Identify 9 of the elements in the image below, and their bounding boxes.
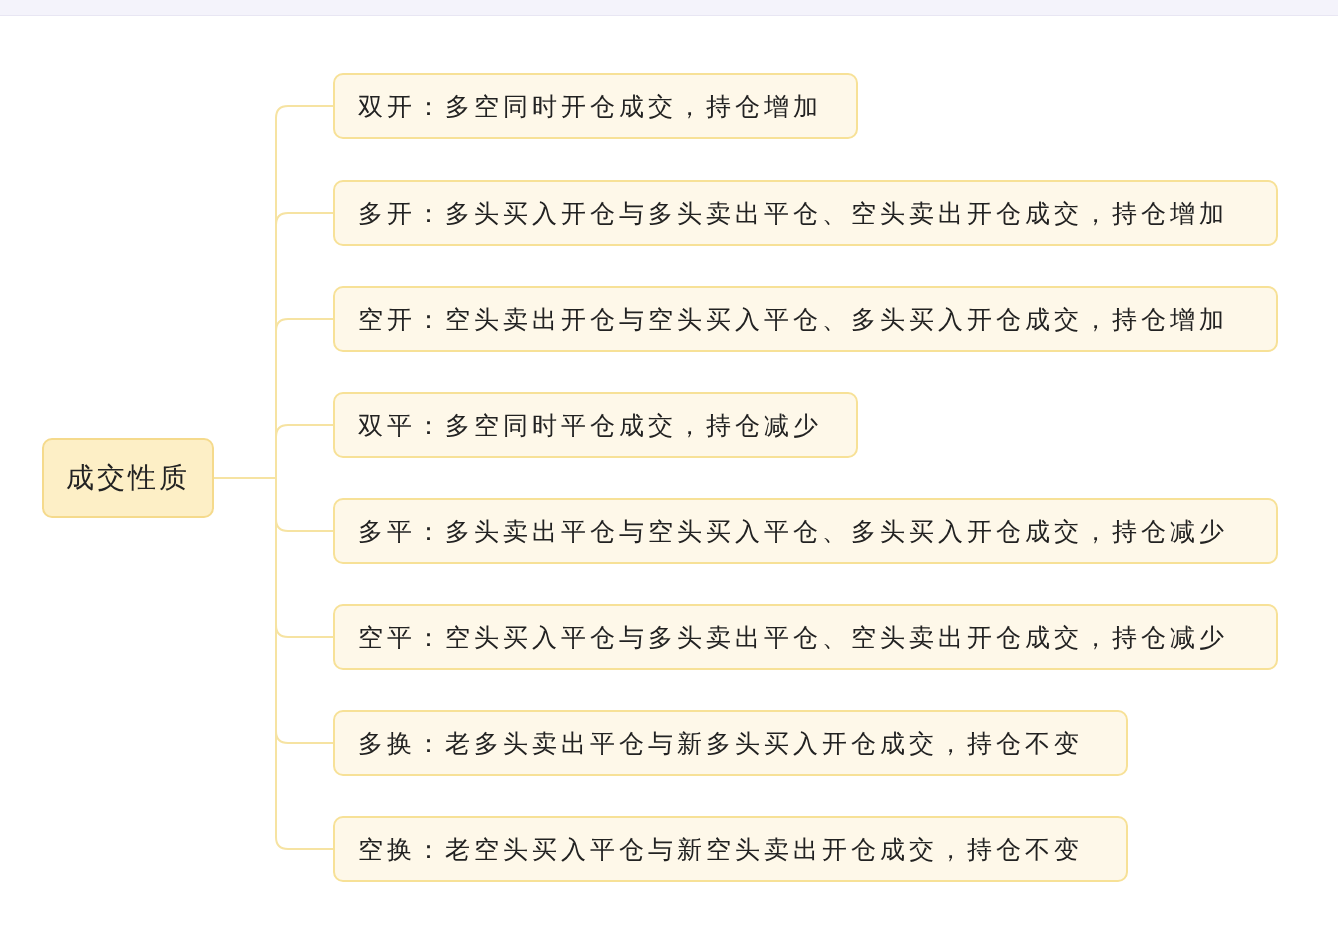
topic-box: 双平：多空同时平仓成交，持仓减少 (333, 392, 858, 458)
topic-box: 多开：多头买入开仓与多头卖出平仓、空头卖出开仓成交，持仓增加 (333, 180, 1278, 246)
topic-box: 空换：老空头买入平仓与新空头卖出开仓成交，持仓不变 (333, 816, 1128, 882)
topic-box: 多平：多头卖出平仓与空头买入平仓、多头买入开仓成交，持仓减少 (333, 498, 1278, 564)
topic-box: 双开：多空同时开仓成交，持仓增加 (333, 73, 858, 139)
topic-box: 空平：空头买入平仓与多头卖出平仓、空头卖出开仓成交，持仓减少 (333, 604, 1278, 670)
topic-box: 多换：老多头卖出平仓与新多头买入开仓成交，持仓不变 (333, 710, 1128, 776)
root-topic-box: 成交性质 (42, 438, 214, 518)
topic-box: 空开：空头卖出开仓与空头买入平仓、多头买入开仓成交，持仓增加 (333, 286, 1278, 352)
